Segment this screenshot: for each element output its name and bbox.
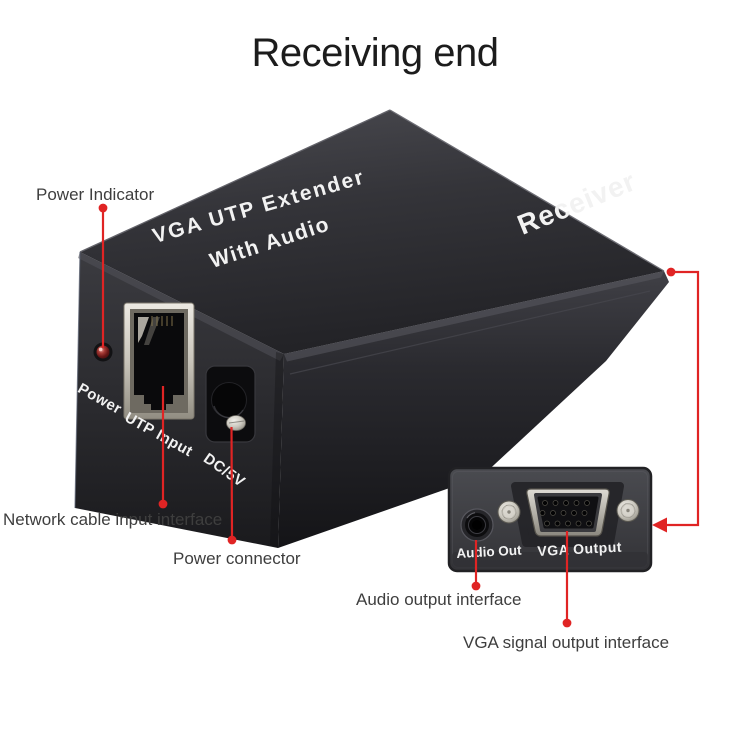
vga-pin-holes (539, 500, 592, 527)
extender-box (74, 109, 669, 548)
label-network-cable-input: Network cable input interface (3, 510, 223, 529)
vga-connector (497, 482, 640, 547)
label-power-connector: Power connector (173, 549, 301, 568)
vga-screw-left (497, 500, 521, 524)
box-edge-backleft (79, 109, 391, 253)
label-audio-output: Audio output interface (356, 590, 522, 609)
page-title: Receiving end (251, 31, 500, 75)
label-power-indicator: Power Indicator (36, 185, 155, 204)
power-led (93, 342, 113, 362)
label-vga-signal-output: VGA signal output interface (463, 633, 670, 652)
box-edge-backright (389, 109, 665, 272)
dc-jack (205, 365, 256, 443)
box-edge-left (74, 251, 81, 509)
box-top-face (80, 110, 664, 354)
vga-screw-right (616, 499, 640, 522)
box-lid-rim-right (284, 271, 664, 362)
rj45-port (123, 302, 195, 420)
audio-jack (460, 508, 494, 542)
box-seam (289, 290, 651, 375)
rear-panel (447, 466, 653, 573)
box-corner-shadow (270, 352, 284, 548)
rj45-contacts (151, 316, 173, 326)
